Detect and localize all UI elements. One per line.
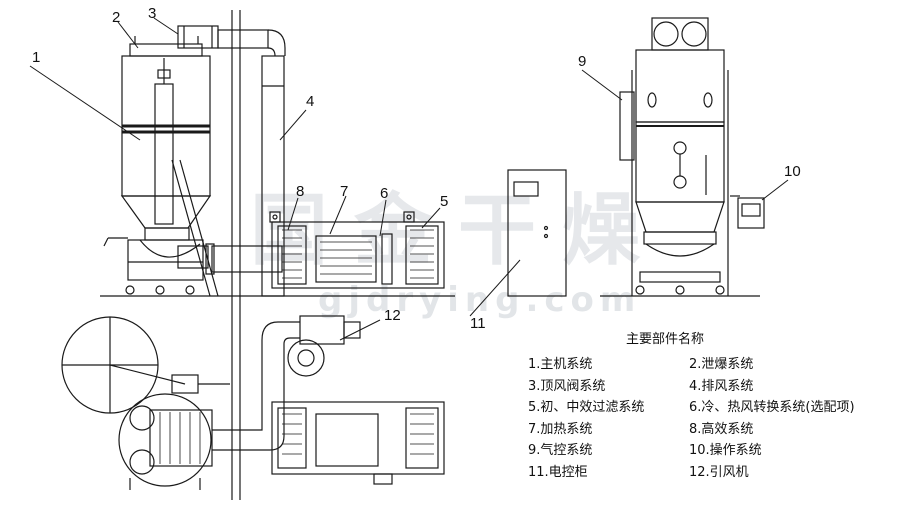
legend-table: 1.主机系统 2.泄爆系统 3.顶风阀系统 4.排风系统 5.初、中效过滤系统 … <box>528 352 900 481</box>
legend-item: 4.排风系统 <box>689 378 754 394</box>
legend-item: 3.顶风阀系统 <box>528 378 606 394</box>
legend-item: 6.冷、热风转换系统(选配项) <box>689 400 855 416</box>
callout-10: 10 <box>784 163 801 180</box>
legend-row: 5.初、中效过滤系统 6.冷、热风转换系统(选配项) <box>528 395 900 417</box>
legend-item: 5.初、中效过滤系统 <box>528 400 645 416</box>
callout-5: 5 <box>440 193 448 210</box>
legend-item: 10.操作系统 <box>689 443 762 459</box>
legend-row: 9.气控系统 10.操作系统 <box>528 438 900 460</box>
callout-12: 12 <box>384 307 401 324</box>
legend-item: 11.电控柜 <box>528 464 588 480</box>
legend-item: 1.主机系统 <box>528 357 593 373</box>
legend-item: 2.泄爆系统 <box>689 357 754 373</box>
legend-row: 3.顶风阀系统 4.排风系统 <box>528 374 900 396</box>
callout-6: 6 <box>380 185 388 202</box>
callout-11: 11 <box>470 315 486 332</box>
callout-4: 4 <box>306 93 314 110</box>
legend-row: 7.加热系统 8.高效系统 <box>528 417 900 439</box>
watermark-text: 国金干燥 <box>250 186 667 276</box>
front-view <box>100 10 455 297</box>
plan-view <box>61 296 445 500</box>
legend-item: 7.加热系统 <box>528 421 593 437</box>
legend-item: 9.气控系统 <box>528 443 593 459</box>
legend-row: 1.主机系统 2.泄爆系统 <box>528 352 900 374</box>
watermark-url: gjdrying.com <box>318 280 642 320</box>
callout-7: 7 <box>340 183 348 200</box>
legend-item: 8.高效系统 <box>689 421 754 437</box>
callout-9: 9 <box>578 53 586 70</box>
callout-3: 3 <box>148 5 156 22</box>
legend-title: 主要部件名称 <box>626 332 705 347</box>
legend-item: 12.引风机 <box>689 464 749 480</box>
side-view <box>507 17 765 297</box>
legend-row: 11.电控柜 12.引风机 <box>528 460 900 482</box>
callout-2: 2 <box>112 9 120 26</box>
callout-leaders <box>29 17 789 341</box>
callout-8: 8 <box>296 183 304 200</box>
callout-1: 1 <box>32 49 40 66</box>
